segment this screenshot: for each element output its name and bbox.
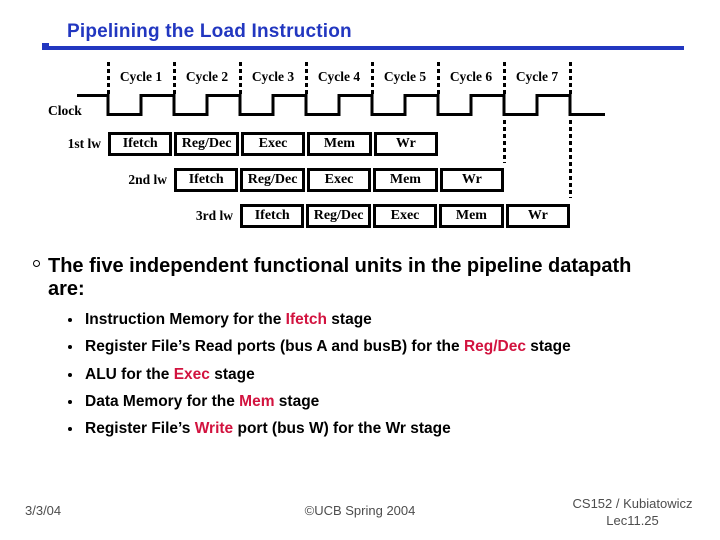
stage-box-mem: Mem	[439, 204, 504, 228]
dot-bullet-icon	[68, 318, 72, 322]
dot-bullet-icon	[68, 345, 72, 350]
stage-box-ifetch: Ifetch	[174, 168, 239, 192]
sub-bullet-3: ALU for the Exec stage	[66, 361, 686, 388]
stage-box-ifetch: Ifetch	[108, 132, 173, 156]
cycle-label-3: Cycle 3	[251, 69, 295, 84]
instruction-label-3: 3rd lw	[195, 208, 233, 223]
bullet-text-segment: stage	[274, 392, 320, 410]
instruction-label-2: 2nd lw	[128, 172, 167, 187]
bullet-text-segment: stage	[525, 338, 571, 356]
sub-bullet-2: Register File’s Read ports (bus A and bu…	[66, 333, 686, 360]
bullet-text-segment: port (bus W) for the Wr stage	[233, 420, 451, 438]
stage-box-reg-dec: Reg/Dec	[240, 168, 305, 192]
sub-bullet-5: Register File’s Write port (bus W) for t…	[66, 415, 686, 442]
dot-bullet-icon	[68, 399, 72, 404]
stage-box-exec: Exec	[306, 168, 372, 192]
footer-lecture-number: Lec11.25	[606, 513, 659, 528]
stage-name-highlight: Write	[194, 420, 234, 438]
footer-course-block: CS152 / Kubiatowicz Lec11.25	[560, 495, 705, 529]
stage-box-exec: Exec	[372, 204, 438, 228]
cycle-boundary-dotted-line	[502, 62, 506, 95]
pipeline-timing-diagram: Clock Cycle 1 Cycle 2 Cycle 3 Cycle 4 Cycle …	[0, 0, 720, 240]
stage-box-mem: Mem	[373, 168, 438, 192]
footer-copyright: ©UCB Spring 2004	[304, 503, 416, 518]
stage-box-wr: Wr	[505, 204, 571, 228]
sub-bullet-4: Data Memory for the Mem stage	[66, 388, 686, 415]
dot-bullet-icon	[68, 372, 72, 377]
bullet-text-segment: Data Memory for the	[85, 392, 240, 410]
clock-waveform	[77, 94, 605, 116]
dot-bullet-icon	[68, 427, 72, 432]
stage-box-reg-dec: Reg/Dec	[306, 204, 371, 228]
clock-waveform-path	[77, 94, 605, 116]
cycle-label-4: Cycle 4	[317, 69, 361, 84]
stage-name-highlight: Ifetch	[285, 311, 327, 328]
cycle-boundary-dotted-line-extension	[502, 120, 506, 163]
slide-title: Pipelining the Load Instruction	[67, 21, 352, 42]
cycle-boundary-dotted-line	[568, 62, 572, 95]
bullet-text-segment: Instruction Memory for the	[85, 311, 286, 328]
bullet-text-segment: Register File’s	[85, 420, 195, 438]
footer-course-name: CS152 / Kubiatowicz	[572, 496, 693, 511]
cycle-boundary-dotted-line	[106, 62, 110, 95]
clock-label: Clock	[48, 103, 82, 118]
circle-bullet-icon	[33, 260, 40, 267]
stage-box-exec: Exec	[240, 132, 306, 156]
cycle-label-5: Cycle 5	[383, 69, 427, 84]
stage-box-mem: Mem	[307, 132, 372, 156]
stage-name-highlight: Exec	[173, 365, 210, 383]
stage-box-wr: Wr	[439, 168, 505, 192]
cycle-boundary-dotted-line	[370, 62, 374, 95]
cycle-boundary-dotted-line	[172, 62, 176, 95]
sub-bullet-1: Instruction Memory for the Ifetch stage	[66, 306, 686, 333]
cycle-boundary-dotted-line-extension	[568, 120, 572, 198]
stage-box-wr: Wr	[373, 132, 439, 156]
cycle-boundary-dotted-line	[436, 62, 440, 95]
bullet-text-segment: stage	[327, 311, 372, 328]
cycle-label-7: Cycle 7	[515, 69, 559, 84]
stage-name-highlight: Reg/Dec	[463, 338, 526, 356]
main-bullet-text: The five independent functional units in…	[48, 255, 632, 300]
bullet-text-segment: ALU for the	[85, 365, 174, 383]
cycle-label-1: Cycle 1	[119, 69, 163, 84]
instruction-label-1: 1st lw	[67, 136, 101, 151]
cycle-boundary-dotted-line	[304, 62, 308, 95]
stage-name-highlight: Mem	[239, 392, 275, 410]
cycle-label-6: Cycle 6	[449, 69, 493, 84]
stage-box-reg-dec: Reg/Dec	[174, 132, 239, 156]
bullet-text-segment: stage	[209, 365, 255, 383]
title-underline	[42, 46, 684, 50]
bullet-text-segment: Register File’s Read ports (bus A and bu…	[85, 338, 464, 356]
footer-date: 3/3/04	[25, 503, 62, 518]
stage-box-ifetch: Ifetch	[240, 204, 305, 228]
cycle-boundary-dotted-line	[238, 62, 242, 95]
cycle-label-2: Cycle 2	[185, 69, 229, 84]
